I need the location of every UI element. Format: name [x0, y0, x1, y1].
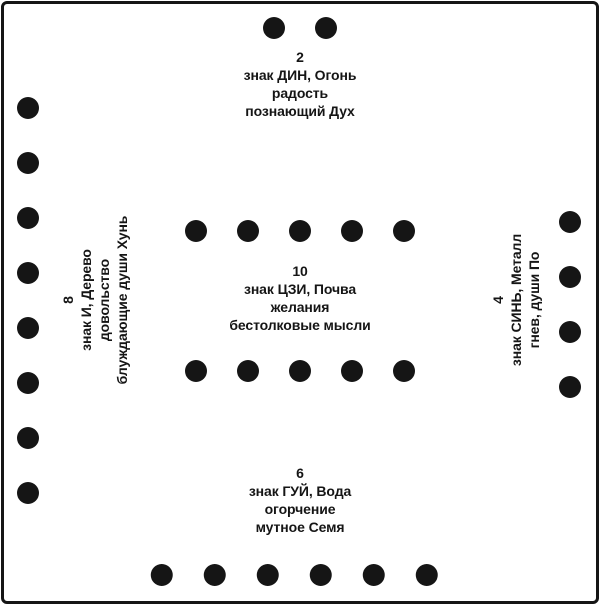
water-spirit-line: мутное Семя [255, 519, 345, 535]
water-label: 6 знак ГУЙ, Вода огорчение мутное Семя [0, 464, 600, 536]
metal-number: 4 [490, 296, 506, 304]
dot [559, 376, 581, 398]
dot [309, 564, 332, 586]
dot [17, 317, 39, 339]
dot [237, 360, 259, 382]
dot [17, 262, 39, 284]
dot [203, 564, 226, 586]
dot [17, 97, 39, 119]
fire-sign-line: знак ДИН, Огонь [243, 67, 357, 83]
water-number: 6 [296, 465, 304, 481]
wood-dots-column [17, 97, 39, 504]
dot [150, 564, 173, 586]
dot [559, 321, 581, 343]
dot [289, 360, 311, 382]
dot [17, 482, 39, 504]
earth-quality-line: желания [270, 299, 330, 315]
dot [341, 360, 363, 382]
dot [393, 220, 415, 242]
dot [559, 211, 581, 233]
water-sign-line: знак ГУЙ, Вода [248, 483, 352, 499]
dot [17, 427, 39, 449]
earth-spirit-line: бестолковые мысли [229, 317, 371, 333]
dot [393, 360, 415, 382]
fire-spirit-line: познающий Дух [245, 103, 355, 119]
dot [237, 220, 259, 242]
dot [256, 564, 279, 586]
earth-dots-row-top [185, 220, 415, 242]
earth-sign-line: знак ЦЗИ, Почва [243, 281, 357, 297]
dot [17, 207, 39, 229]
dot [315, 17, 337, 39]
metal-sign-line: знак СИНЬ, Металл [508, 233, 524, 367]
water-quality-line: огорчение [264, 501, 336, 517]
metal-quality-line: гнев, души По [526, 251, 542, 349]
earth-number: 10 [292, 263, 308, 279]
dot [559, 266, 581, 288]
dot [263, 17, 285, 39]
dot [415, 564, 438, 586]
fire-number: 2 [296, 49, 304, 65]
metal-dots-column [559, 211, 581, 398]
earth-dots-row-bottom [185, 360, 415, 382]
earth-label: 10 знак ЦЗИ, Почва желания бестолковые м… [0, 262, 600, 334]
water-dots-row [150, 564, 438, 586]
dot [17, 152, 39, 174]
dot [185, 360, 207, 382]
fire-quality-line: радость [271, 85, 329, 101]
dot [341, 220, 363, 242]
dot [362, 564, 385, 586]
dot [185, 220, 207, 242]
fire-dots-row [263, 17, 337, 39]
dot [289, 220, 311, 242]
metal-label: 4 знак СИНЬ, Металл гнев, души По [489, 234, 543, 366]
fire-label: 2 знак ДИН, Огонь радость познающий Дух [0, 48, 600, 120]
dot [17, 372, 39, 394]
